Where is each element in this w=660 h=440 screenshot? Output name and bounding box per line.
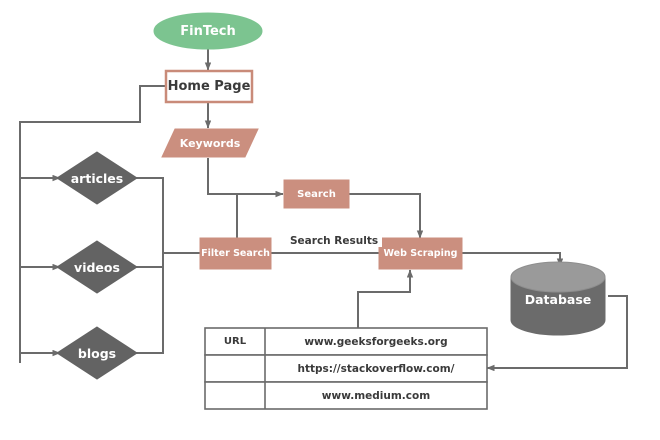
edge-database-to-url-table <box>486 295 628 372</box>
url-table-grid <box>204 327 488 410</box>
edge-blogs-to-collector <box>135 253 164 354</box>
node-keywords-shape <box>161 128 259 158</box>
edge-search-to-web-scraping <box>348 193 424 239</box>
node-home-page-shape <box>164 69 254 104</box>
edge-articles-to-collector <box>135 177 164 253</box>
node-fintech-shape <box>153 12 263 50</box>
node-videos-shape <box>56 240 138 294</box>
node-database-shape <box>510 261 606 336</box>
node-blogs-shape <box>56 326 138 380</box>
url-table-row-0-value[interactable]: www.geeksforgeeks.org <box>304 335 448 348</box>
edge-keywords-to-search <box>207 158 284 198</box>
url-table-header-cell: URL <box>223 336 247 347</box>
url-table-row-1-value[interactable]: https://stackoverflow.com/ <box>297 362 455 375</box>
edge-url-table-to-web-scraping <box>357 269 414 328</box>
node-filter-search-shape <box>199 237 272 270</box>
edge-label-search-results: Search Results <box>286 235 383 247</box>
node-search-shape <box>283 179 350 209</box>
url-table-row-2-value[interactable]: www.medium.com <box>321 389 431 402</box>
edge-home-page-to-categories <box>19 85 166 363</box>
node-web-scraping-shape <box>378 237 463 270</box>
node-articles-shape <box>56 151 138 205</box>
